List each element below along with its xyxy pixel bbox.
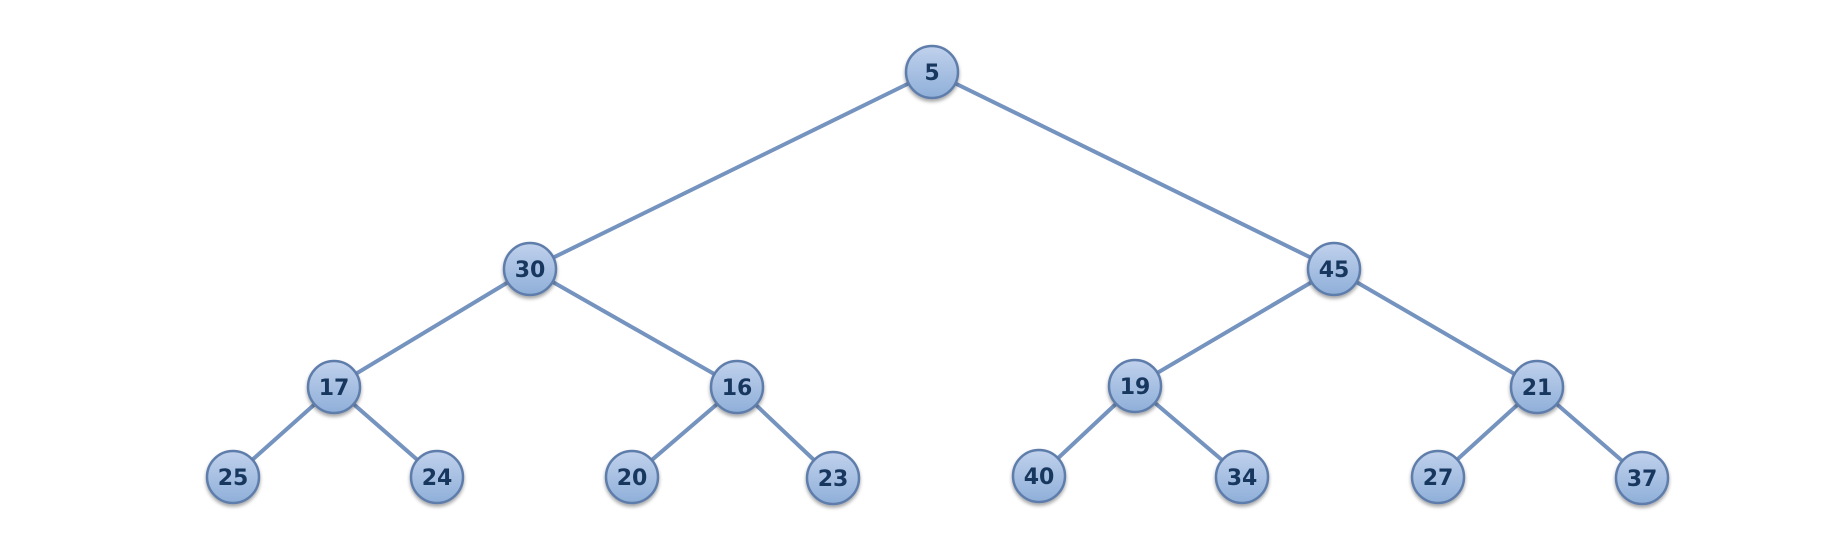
node-circle <box>1306 241 1362 297</box>
node-value-label: 40 <box>1024 465 1055 490</box>
node-value-label: 20 <box>617 466 648 491</box>
node-circle <box>306 359 362 415</box>
node-value-label: 25 <box>218 466 249 491</box>
node-value-label: 34 <box>1227 466 1258 491</box>
node-circle <box>1214 449 1270 505</box>
node-circle <box>904 44 960 100</box>
tree-edge-45-21 <box>1332 267 1539 389</box>
node-value-label: 37 <box>1627 467 1658 492</box>
node-circle <box>205 449 261 505</box>
node-value-label: 5 <box>924 61 939 86</box>
tree-node-21: 21 <box>1509 359 1565 415</box>
tree-edge-5-30 <box>528 70 934 271</box>
node-circle <box>409 449 465 505</box>
node-value-label: 45 <box>1319 258 1350 283</box>
tree-node-5: 5 <box>904 44 960 100</box>
node-circle <box>1107 358 1163 414</box>
tree-edge-30-17 <box>332 267 532 389</box>
tree-node-23: 23 <box>805 450 861 506</box>
node-value-label: 27 <box>1423 466 1454 491</box>
tree-node-27: 27 <box>1410 449 1466 505</box>
node-value-label: 19 <box>1120 375 1151 400</box>
tree-node-25: 25 <box>205 449 261 505</box>
tree-node-34: 34 <box>1214 449 1270 505</box>
node-circle <box>805 450 861 506</box>
node-circle <box>1410 449 1466 505</box>
node-value-label: 16 <box>722 376 753 401</box>
tree-node-24: 24 <box>409 449 465 505</box>
node-circle <box>1509 359 1565 415</box>
node-value-label: 17 <box>319 376 350 401</box>
node-value-label: 21 <box>1522 376 1553 401</box>
tree-edge-5-45 <box>930 70 1336 271</box>
tree-node-16: 16 <box>709 359 765 415</box>
node-circle <box>1011 448 1067 504</box>
tree-edge-30-16 <box>528 267 739 389</box>
node-value-label: 30 <box>515 258 546 283</box>
tree-edge-45-19 <box>1133 267 1336 388</box>
node-value-label: 23 <box>818 467 849 492</box>
node-value-label: 24 <box>422 466 453 491</box>
tree-node-37: 37 <box>1614 450 1670 506</box>
tree-node-40: 40 <box>1011 448 1067 504</box>
tree-node-19: 19 <box>1107 358 1163 414</box>
node-circle <box>502 241 558 297</box>
tree-node-45: 45 <box>1306 241 1362 297</box>
tree-node-17: 17 <box>306 359 362 415</box>
node-circle <box>709 359 765 415</box>
tree-node-20: 20 <box>604 449 660 505</box>
node-circle <box>1614 450 1670 506</box>
node-circle <box>604 449 660 505</box>
tree-node-30: 30 <box>502 241 558 297</box>
